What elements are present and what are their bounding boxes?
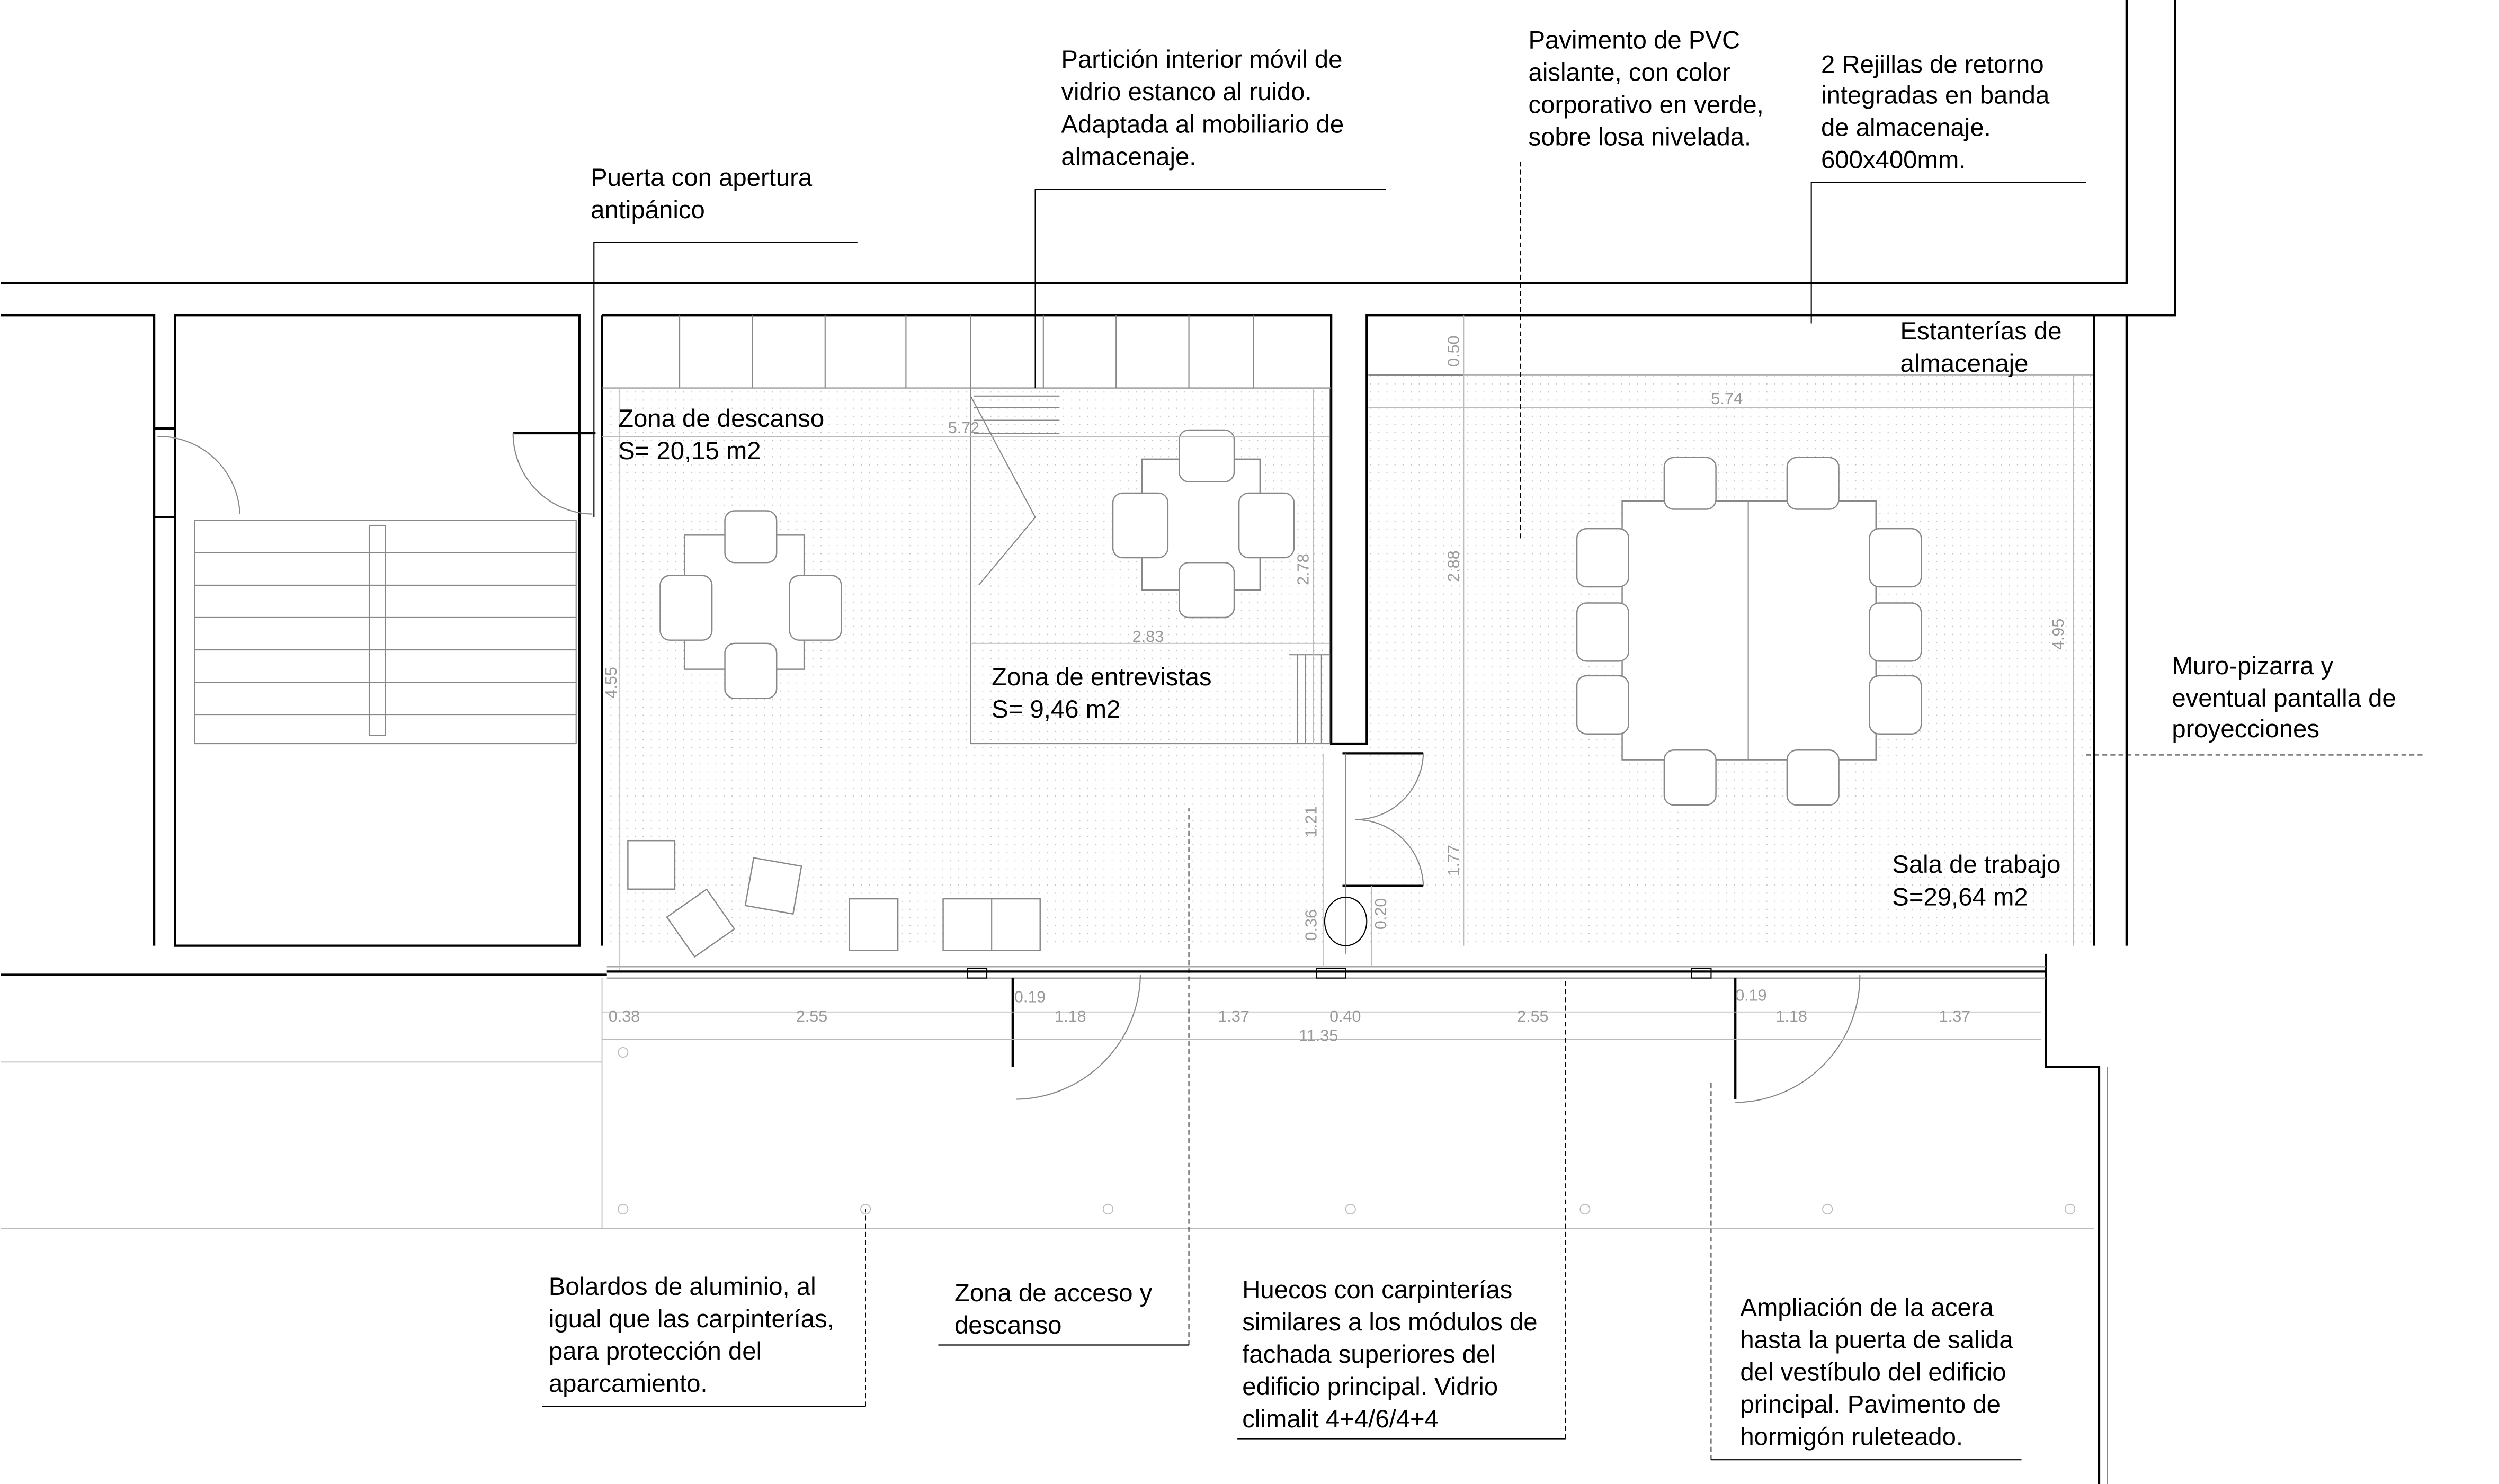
annotation-line: Pavimento de PVC — [1529, 26, 1741, 55]
annotation-line: integradas en banda — [1821, 81, 2050, 109]
interview-room — [970, 387, 1331, 745]
annotation-muro: Muro-pizarra y eventual pantalla de proy… — [2172, 652, 2396, 743]
annotation-line: descanso — [954, 1311, 1061, 1339]
annotation-line: Estanterías de — [1900, 317, 2062, 345]
dim-label: 4.55 — [602, 667, 620, 698]
room-name-trabajo: Sala de trabajo — [1892, 851, 2060, 879]
bollards — [618, 1047, 2076, 1215]
dimension-lines — [602, 315, 2093, 970]
annotation-line: aparcamiento. — [549, 1370, 708, 1398]
dim-label: 0.20 — [1372, 898, 1390, 929]
dim-label: 2.88 — [1444, 550, 1462, 582]
room-area-entrevistas: S= 9,46 m2 — [992, 695, 1120, 723]
annotation-line: del vestíbulo del edificio — [1740, 1358, 2006, 1387]
annotation-line: almacenaje — [1900, 350, 2029, 378]
table-descanso — [659, 510, 842, 699]
annotation-line: eventual pantalla de — [2172, 684, 2396, 712]
dim-label: 2.55 — [1517, 1007, 1548, 1025]
annotation-line: de almacenaje. — [1821, 113, 1991, 141]
dimension-labels: 5.72 2.78 2.83 4.55 0.50 5.74 2.88 4.95 … — [602, 335, 2067, 1044]
annotation-rejillas: 2 Rejillas de retorno integradas en band… — [1821, 50, 2050, 174]
dim-label: 4.95 — [2049, 619, 2067, 650]
annotation-line: Zona de acceso y — [954, 1279, 1153, 1307]
annotation-puerta: Puerta con apertura antipánico — [591, 164, 813, 224]
annotation-line: Ampliación de la acera — [1740, 1294, 1994, 1322]
room-area-trabajo: S=29,64 m2 — [1892, 883, 2028, 911]
annotation-line: sobre losa nivelada. — [1529, 123, 1752, 151]
room-area-descanso: S= 20,15 m2 — [618, 437, 761, 465]
annotation-line: antipánico — [591, 196, 705, 224]
annotation-estanterias: Estanterías de almacenaje — [1900, 317, 2062, 378]
dim-label: 1.18 — [1776, 1007, 1807, 1025]
annotation-line: edificio principal. Vidrio — [1242, 1373, 1498, 1401]
annotation-pavimento: Pavimento de PVC aislante, con color cor… — [1529, 26, 1764, 151]
annotation-leaders — [542, 162, 2426, 1461]
dim-label: 1.18 — [1055, 1007, 1086, 1025]
dim-label: 5.72 — [948, 419, 979, 437]
dim-label: 2.55 — [796, 1007, 827, 1025]
dim-label: 0.40 — [1329, 1007, 1361, 1025]
dim-label: 0.19 — [1014, 988, 1046, 1006]
annotation-line: 600x400mm. — [1821, 146, 1966, 174]
dim-label: 5.74 — [1711, 390, 1742, 408]
lounge-seats — [627, 839, 1041, 958]
dim-label: 2.78 — [1294, 554, 1312, 585]
conference-table — [1576, 457, 1922, 806]
annotation-bolardos: Bolardos de aluminio, al igual que las c… — [549, 1273, 834, 1398]
annotation-huecos: Huecos con carpinterías similares a los … — [1242, 1276, 1537, 1433]
dim-label: 1.21 — [1302, 806, 1320, 837]
table-entrevistas — [1112, 429, 1295, 619]
annotation-line: Muro-pizarra y — [2172, 652, 2333, 680]
annotation-acera: Ampliación de la acera hasta la puerta d… — [1740, 1294, 2013, 1451]
annotation-line: corporativo en verde, — [1529, 91, 1764, 119]
annotation-line: Adaptada al mobiliario de — [1061, 110, 1344, 138]
sidewalk — [1, 978, 2094, 1229]
annotation-line: similares a los módulos de — [1242, 1308, 1537, 1336]
dim-label: 0.19 — [1735, 986, 1766, 1004]
annotation-line: Bolardos de aluminio, al — [549, 1273, 816, 1301]
annotation-line: hormigón ruleteado. — [1740, 1423, 1963, 1451]
annotation-line: climalit 4+4/6/4+4 — [1242, 1405, 1439, 1433]
dim-total: 11.35 — [1299, 1027, 1338, 1045]
annotation-line: proyecciones — [2172, 715, 2319, 743]
annotation-line: igual que las carpinterías, — [549, 1305, 834, 1333]
dim-label: 0.36 — [1302, 909, 1320, 941]
annotation-line: Huecos con carpinterías — [1242, 1276, 1512, 1304]
facade-carpentry — [606, 966, 2046, 1103]
dim-label: 0.38 — [609, 1007, 640, 1025]
room-name-descanso: Zona de descanso — [618, 405, 824, 433]
annotation-line: para protección del — [549, 1337, 762, 1365]
dim-label: 1.77 — [1444, 845, 1462, 876]
walls — [1, 0, 2176, 1484]
annotation-line: Puerta con apertura — [591, 164, 813, 192]
annotation-line: almacenaje. — [1061, 142, 1196, 171]
annotation-line: fachada superiores del — [1242, 1340, 1496, 1369]
annotation-particion: Partición interior móvil de vidrio estan… — [1061, 46, 1344, 171]
antipanic-door[interactable] — [157, 432, 596, 515]
annotation-line: principal. Pavimento de — [1740, 1391, 2001, 1419]
annotation-line: Partición interior móvil de — [1061, 46, 1342, 74]
annotation-line: hasta la puerta de salida — [1740, 1326, 2013, 1354]
staircase — [194, 520, 577, 745]
annotation-line: vidrio estanco al ruido. — [1061, 78, 1311, 106]
dim-label: 2.83 — [1132, 628, 1164, 646]
inner-double-door[interactable] — [1324, 752, 1424, 954]
dim-label: 1.37 — [1939, 1007, 1970, 1025]
room-name-entrevistas: Zona de entrevistas — [992, 663, 1211, 691]
dim-label: 0.50 — [1444, 335, 1462, 366]
annotation-acceso: Zona de acceso y descanso — [954, 1279, 1153, 1339]
annotation-line: 2 Rejillas de retorno — [1821, 50, 2044, 78]
annotation-line: aislante, con color — [1529, 59, 1730, 87]
dim-label: 1.37 — [1218, 1007, 1249, 1025]
